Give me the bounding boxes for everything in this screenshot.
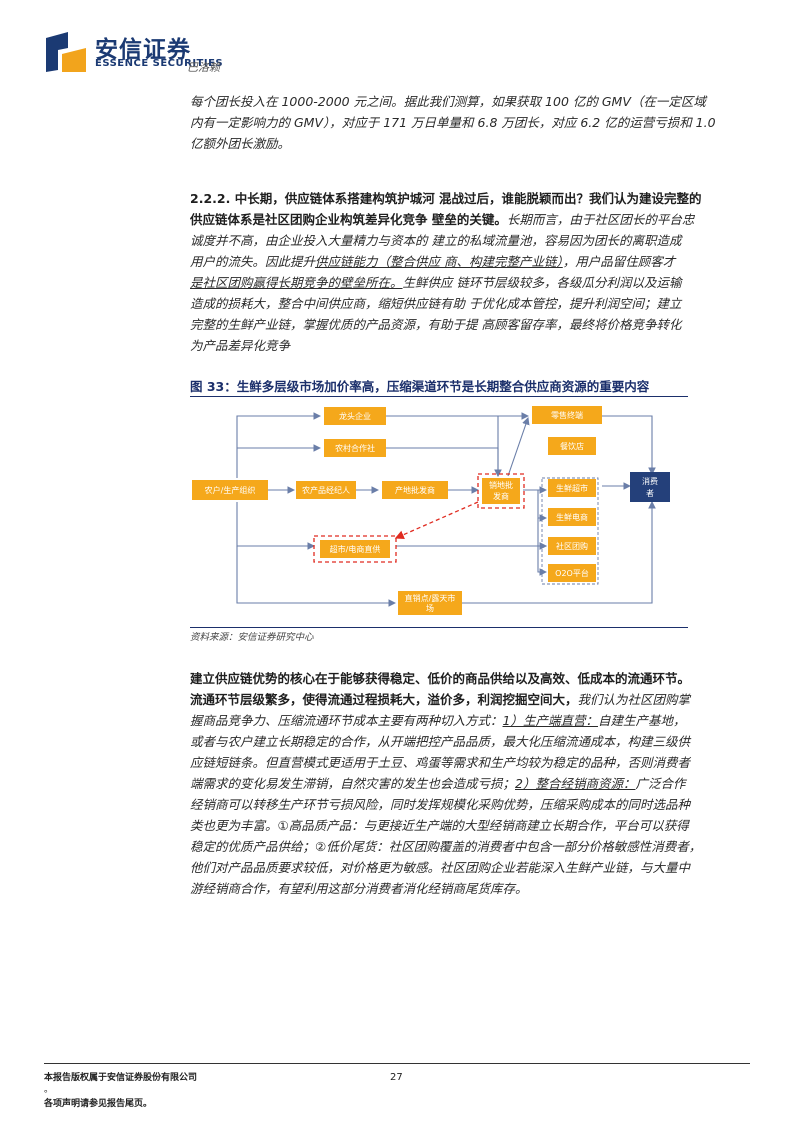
arrow-coop-sales	[386, 447, 502, 478]
figure-bottom-rule	[190, 627, 688, 628]
text-span: 端需求的变化易发生滞销，自然灾害的发生也会造成亏损；	[190, 776, 516, 791]
text-span: 我们认为社区团购掌	[577, 692, 691, 707]
ecom-label: 生鲜电商	[556, 512, 588, 522]
arrow-retail-consumer	[602, 415, 656, 476]
brand-name-en: ESSENCE SECURITIES	[95, 58, 224, 69]
direct-label: 超市/电商直供	[330, 544, 381, 554]
text-line: 稳定的优质产品供给；②低价尾货：社区团购覆盖的消费者中包含一部分价格敏感性消费者…	[190, 839, 702, 854]
paragraph-gmv-estimate: 每个团长投入在 1000-2000 元之间。据此我们测算，如果获取 100 亿的…	[190, 91, 750, 154]
section-heading: 2.2.2. 中长期，供应链体系搭建构筑护城河 混战过后，谁能脱颖而出？我们认为…	[190, 191, 702, 206]
consumer-box	[630, 472, 670, 502]
bold-text: 流通环节层级繁多，使得流通过程损耗大，溢价多，利润挖掘空间大，	[190, 692, 578, 707]
market-label-2: 场	[426, 604, 434, 613]
figure-title: 图 33：生鲜多层级市场加价率高，压缩渠道环节是长期整合供应商资源的重要内容	[190, 379, 650, 394]
text-span: 握商品竞争力、压缩流通环节成本主要有两种切入方式：	[190, 713, 503, 728]
arrow-sales-to-direct-dashed	[394, 501, 479, 540]
footer-copyright: 本报告版权属于安信证券股份有限公司	[44, 1073, 198, 1083]
origin-box	[382, 481, 448, 499]
o2o-label: O2O平台	[555, 568, 589, 578]
leader-box	[324, 407, 386, 425]
sales-box	[482, 478, 520, 504]
text-span: 长期而言，由于社区团长的平台忠	[506, 212, 695, 227]
text-line: 游经销商合作，有望利用这部分消费者消化经销商尾货库存。	[190, 881, 528, 896]
underlined-text: 2）整合经销商资源：	[515, 776, 636, 791]
page-number: 27	[390, 1072, 403, 1083]
sales-highlight	[477, 473, 525, 509]
text-line: 或者与农户建立长期稳定的合作，从开端把控产品品质，最大化压缩流通成本，构建三级供	[190, 734, 691, 749]
farmer-box	[192, 480, 268, 500]
consumer-label-1: 消费	[642, 476, 658, 486]
sales-label-2: 发商	[493, 491, 509, 501]
bold-text: 建立供应链优势的核心在于能够获得稳定、低价的商品供给以及高效、低成本的流通环节。	[190, 671, 691, 686]
figure-source: 资料来源：安信证券研究中心	[190, 632, 314, 643]
coop-box	[324, 439, 386, 457]
market-box	[398, 591, 462, 615]
o2o-box	[548, 564, 596, 582]
text-line: 每个团长投入在 1000-2000 元之间。据此我们测算，如果获取 100 亿的…	[190, 94, 706, 109]
supply-chain-diagram: 农户/生产组织 龙头企业 农村合作社 农产品经纪人 产地批发商 销地批 发商 零…	[192, 406, 670, 615]
arrow-farmer-leader	[236, 412, 322, 478]
text-line: 经销商可以转移生产环节亏损风险，同时发挥规模化采购优势，压缩采购成本的同时选品种	[190, 797, 691, 812]
consumer-label-2: 者	[646, 489, 654, 498]
broker-box	[296, 481, 356, 499]
broker-label: 农产品经纪人	[302, 485, 350, 495]
figure-top-rule	[190, 396, 688, 397]
restaurant-label: 餐饮店	[560, 441, 584, 451]
underlined-text: 供应链能力（整合供应 商、构建完整产业链）	[315, 254, 563, 269]
channel-group-bracket	[541, 477, 599, 585]
paragraph-supply-advantage: 建立供应链优势的核心在于能够获得稳定、低价的商品供给以及高效、低成本的流通环节。…	[190, 668, 750, 899]
arrow-farmer-direct	[236, 502, 316, 550]
restaurant-box	[548, 437, 596, 455]
text-line: 造成的损耗大，整合中间供应商，缩短供应链有助 于优化成本管控，提升利润空间；建立	[190, 296, 682, 311]
arrow-sales-o2o	[537, 546, 548, 576]
footer-rule	[44, 1063, 750, 1064]
text-line: 诚度并不高，由企业投入大量精力与资本的 建立的私域流量池，容易因为团长的离职造成	[190, 233, 682, 248]
text-span: 自建生产基地，	[597, 713, 686, 728]
ecom-box	[548, 508, 596, 526]
essence-logo-icon	[46, 32, 86, 72]
text-line: 类也更为丰富。①高品质产品：与更接近生产端的大型经销商建立长期合作，平台可以获得	[190, 818, 689, 833]
text-span: 广泛合作	[635, 776, 686, 791]
arrow-market-consumer	[462, 500, 656, 604]
origin-label: 产地批发商	[395, 485, 435, 495]
farmer-label: 农户/生产组织	[205, 485, 256, 495]
footer-disclaimer: 各项声明请参见报告尾页。	[44, 1099, 153, 1109]
paragraph-supply-chain: 2.2.2. 中长期，供应链体系搭建构筑护城河 混战过后，谁能脱颖而出？我们认为…	[190, 188, 750, 356]
footer-bullet: 。	[44, 1085, 54, 1095]
text-line: 内有一定影响力的 GMV），对应于 171 万日单量和 6.8 万团长，对应 6…	[190, 115, 716, 130]
bold-text: 供应链体系是社区团购企业构筑差异化竞争 壁垒的关键。	[190, 212, 507, 227]
text-span: 生鲜供应 链环节层级较多，各级瓜分利润以及运输	[402, 275, 682, 290]
group-label: 社区团购	[556, 541, 588, 551]
arrow-leader-sales	[386, 415, 499, 476]
retail-box	[532, 406, 602, 424]
market-label-1: 直销点/露天市	[405, 593, 456, 603]
leader-label: 龙头企业	[339, 411, 371, 421]
direct-box	[320, 540, 390, 558]
supermarket-box	[548, 479, 596, 497]
text-line: 他们对产品品质要求较低，对价格更为敏感。社区团购企业若能深入生鲜产业链，与大量中	[190, 860, 691, 875]
text-line: 为产品差异化竞争	[190, 338, 291, 353]
text-line: 应链短链条。但直营模式更适用于土豆、鸡蛋等需求和生产均较为稳定的品种，否则消费者	[190, 755, 691, 770]
text-line: 完整的生鲜产业链，掌握优质的产品资源，有助于提 高顾客留存率，最终将价格竞争转化	[190, 317, 682, 332]
underlined-text: 1）生产端直营：	[502, 713, 598, 728]
text-span: 用户的流失。因此提升	[190, 254, 316, 269]
arrow-farmer-market	[236, 546, 397, 607]
watermark-stamp: 巴洛赖	[187, 61, 220, 74]
supermarket-label: 生鲜超市	[556, 483, 588, 493]
brand-name-cn: 安信证券	[95, 37, 191, 63]
retail-label: 零售终端	[551, 410, 583, 420]
coop-label: 农村合作社	[335, 443, 375, 453]
arrow-sales-retail	[507, 416, 530, 477]
direct-highlight	[313, 535, 397, 563]
underlined-text: 是社区团购赢得长期竞争的壁垒所在。	[190, 275, 403, 290]
sales-label-1: 销地批	[489, 480, 513, 490]
group-box	[548, 537, 596, 555]
text-span: ，用户品留住顾客才	[562, 254, 676, 269]
text-line: 亿额外团长激励。	[190, 136, 291, 151]
